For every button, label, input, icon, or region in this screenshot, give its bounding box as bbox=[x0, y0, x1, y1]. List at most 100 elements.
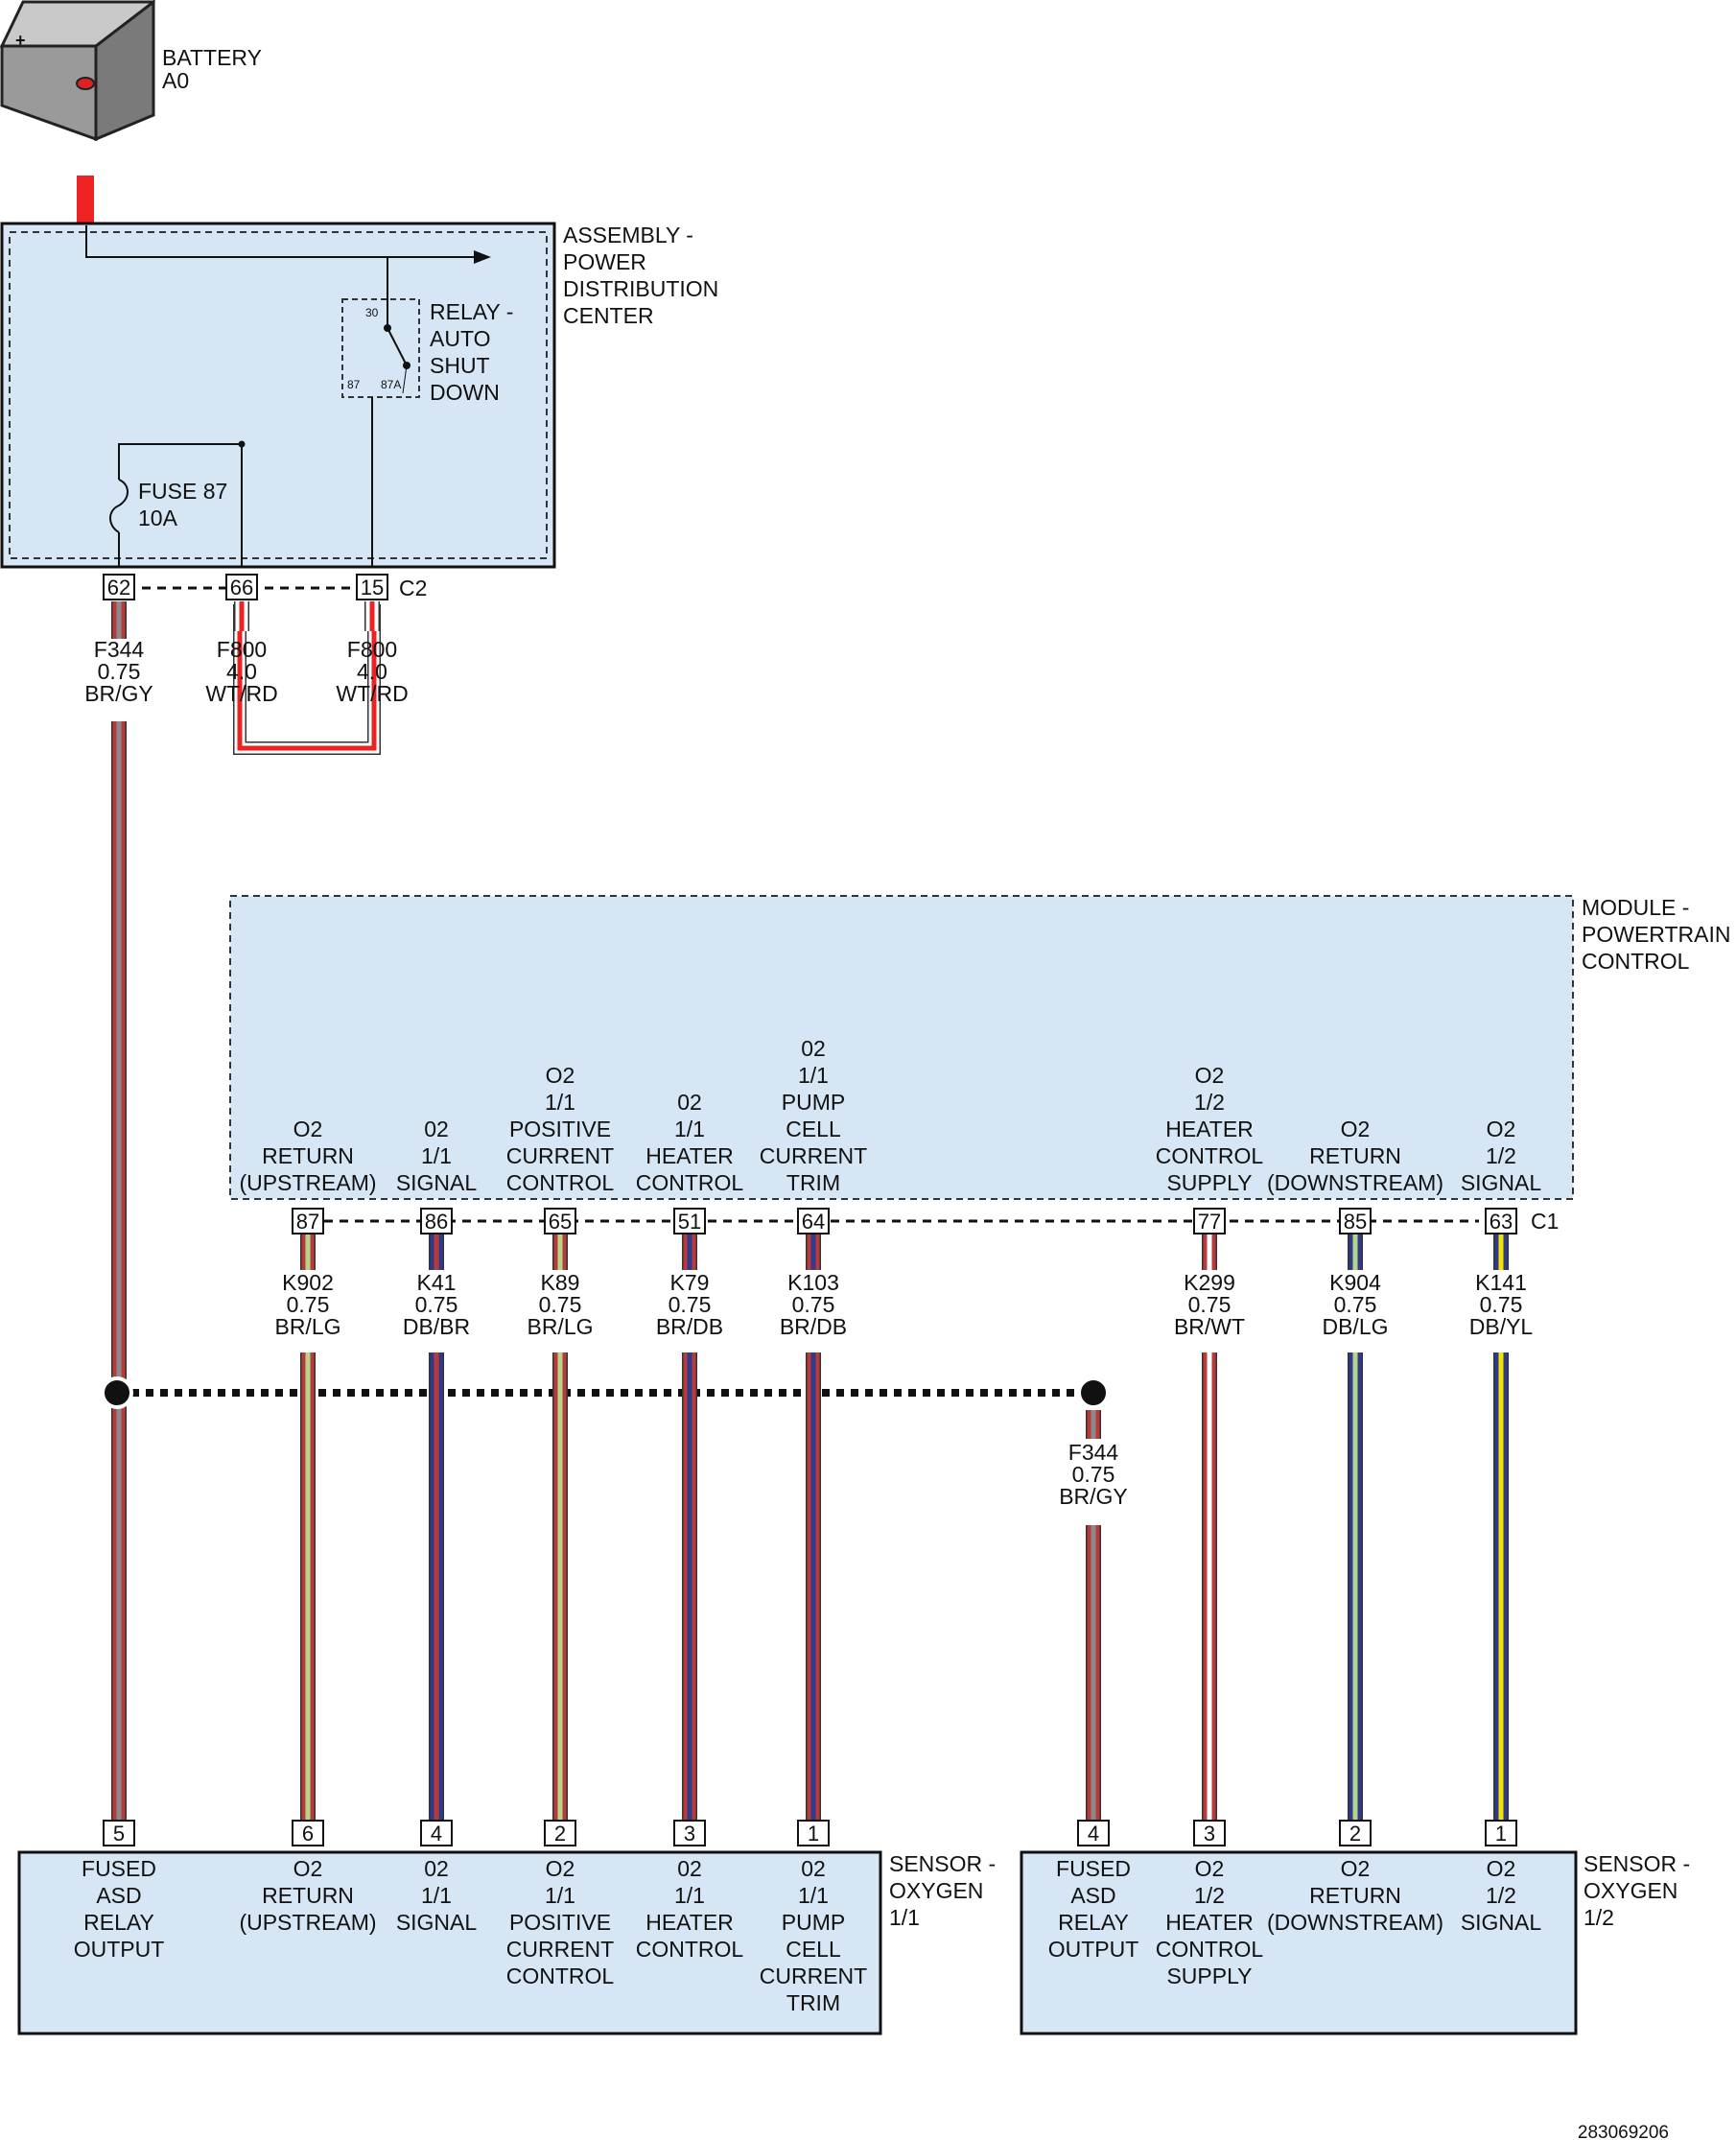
pcm-pin-51-label: 51 bbox=[678, 1210, 701, 1234]
pcm-name-1: MODULE - bbox=[1582, 895, 1689, 920]
pcm-wire-0-circuit: K902 bbox=[282, 1270, 334, 1295]
sensor-1-func-6-1: RETURN bbox=[262, 1883, 354, 1908]
sensor-2-func-4-2: RELAY bbox=[1058, 1910, 1129, 1935]
sensor-1-pin-4 bbox=[420, 1820, 453, 1846]
sensor-1-func-1-2: PUMP bbox=[782, 1910, 845, 1935]
sensor-1-pin-2 bbox=[544, 1820, 576, 1846]
sensor-1-pin-2-label: 2 bbox=[554, 1822, 566, 1846]
sensor-1-pin-6 bbox=[292, 1820, 324, 1846]
pcm-func-86-1: 1/1 bbox=[421, 1143, 452, 1168]
pcm-wire-3-circuit: K79 bbox=[670, 1270, 710, 1295]
pcm-func-63-1: 1/2 bbox=[1486, 1143, 1516, 1168]
pcm-func-65-0: O2 bbox=[546, 1063, 575, 1088]
pdc-pin-15 bbox=[356, 574, 388, 600]
sensor-2-func-3-2: HEATER bbox=[1165, 1910, 1254, 1935]
sensor-1-func-1-5: TRIM bbox=[786, 1990, 840, 2015]
fuse-rating: 10A bbox=[138, 506, 178, 530]
sensor-1-func-4-0: 02 bbox=[424, 1856, 449, 1881]
sensor-1-func-3-3: CONTROL bbox=[636, 1937, 744, 1962]
sensor-2-pin-1 bbox=[1485, 1820, 1517, 1846]
fuse-name: FUSE 87 bbox=[138, 479, 227, 504]
pcm-name-2: POWERTRAIN bbox=[1582, 922, 1730, 947]
pcm-wire-6-color: DB/LG bbox=[1322, 1314, 1388, 1339]
sensor-1-func-5-0: FUSED bbox=[82, 1856, 156, 1881]
pcm-wire-6-gauge: 0.75 bbox=[1334, 1292, 1377, 1317]
sensor-1-pin-3-label: 3 bbox=[684, 1822, 695, 1846]
pdc-wire-2-color: WT/RD bbox=[336, 681, 408, 706]
sensor-2-pin-1-label: 1 bbox=[1495, 1822, 1507, 1846]
splice-wire-circuit: F344 bbox=[1068, 1440, 1119, 1465]
pcm-wire-4-color: BR/DB bbox=[780, 1314, 847, 1339]
pcm-func-64-4: CURRENT bbox=[760, 1143, 867, 1168]
pcm-func-77-0: O2 bbox=[1195, 1063, 1225, 1088]
sensor-2-func-1-1: 1/2 bbox=[1486, 1883, 1516, 1908]
sensor-1-func-6-2: (UPSTREAM) bbox=[239, 1910, 376, 1935]
pcm-func-87-1: RETURN bbox=[262, 1143, 354, 1168]
sensor-2-name-2: OXYGEN bbox=[1584, 1878, 1677, 1903]
relay-term-87: 87 bbox=[347, 378, 361, 391]
sensor-1-box bbox=[17, 1850, 882, 2035]
pdc-box bbox=[0, 222, 556, 569]
pdc-name-1: ASSEMBLY - bbox=[563, 223, 693, 247]
pcm-pin-63 bbox=[1485, 1208, 1517, 1235]
pcm-func-63-2: SIGNAL bbox=[1461, 1170, 1542, 1195]
sensor-2-func-4-0: FUSED bbox=[1056, 1856, 1131, 1881]
pcm-wire-4-circuit: K103 bbox=[787, 1270, 839, 1295]
sensor-1-pin-6-label: 6 bbox=[302, 1822, 314, 1846]
sensor-1-pin-3 bbox=[673, 1820, 706, 1846]
pcm-func-77-3: CONTROL bbox=[1156, 1143, 1264, 1168]
sensor-1-func-3-2: HEATER bbox=[645, 1910, 734, 1935]
pdc-bus-line bbox=[85, 225, 480, 258]
relay-name-3: SHUT bbox=[430, 353, 490, 378]
pcm-box bbox=[229, 895, 1574, 1200]
pcm-func-63-0: O2 bbox=[1487, 1117, 1516, 1141]
pcm-func-85-1: RETURN bbox=[1309, 1143, 1401, 1168]
bus-arrow-icon bbox=[474, 250, 491, 264]
pdc-wire-1-gauge: 4.0 bbox=[226, 659, 257, 684]
pcm-pin-77 bbox=[1193, 1208, 1226, 1235]
sensor-1-func-3-0: 02 bbox=[677, 1856, 702, 1881]
battery-cable bbox=[77, 176, 94, 225]
sensor-2-func-3-1: 1/2 bbox=[1194, 1883, 1225, 1908]
pcm-pin-63-label: 63 bbox=[1490, 1210, 1513, 1234]
relay-term-30: 30 bbox=[365, 306, 379, 319]
pcm-func-65-4: CONTROL bbox=[506, 1170, 615, 1195]
relay-name-4: DOWN bbox=[430, 380, 500, 405]
pdc-pin-62 bbox=[103, 574, 135, 600]
pdc-wire-2-gauge: 4.0 bbox=[357, 659, 387, 684]
sensor-2-func-4-3: OUTPUT bbox=[1048, 1937, 1139, 1962]
sensor-1-func-5-2: RELAY bbox=[83, 1910, 154, 1935]
sensor-1-pin-5-label: 5 bbox=[113, 1822, 125, 1846]
sensor-2-pin-4 bbox=[1077, 1820, 1110, 1846]
sensor-1-func-5-3: OUTPUT bbox=[74, 1937, 165, 1962]
sensor-1-pin-4-label: 4 bbox=[431, 1822, 442, 1846]
pcm-func-86-0: 02 bbox=[424, 1117, 449, 1141]
sensor-1-func-3-1: 1/1 bbox=[674, 1883, 705, 1908]
sensor-2-box bbox=[1020, 1850, 1578, 2035]
c2-connector-label: C2 bbox=[399, 576, 427, 600]
pdc-pin-66 bbox=[225, 574, 258, 600]
pcm-func-85-0: O2 bbox=[1341, 1117, 1371, 1141]
pdc-wire-0-color: BR/GY bbox=[84, 681, 153, 706]
pcm-wire-2-color: BR/LG bbox=[527, 1314, 593, 1339]
pdc-wire-2-circuit: F800 bbox=[347, 637, 397, 662]
pcm-wire-7-color: DB/YL bbox=[1469, 1314, 1534, 1339]
relay-name-2: AUTO bbox=[430, 326, 490, 351]
sensor-1-func-1-0: 02 bbox=[801, 1856, 826, 1881]
fuse-icon bbox=[109, 479, 129, 533]
pcm-pin-85-label: 85 bbox=[1344, 1210, 1367, 1234]
battery-label: BATTERY bbox=[162, 45, 262, 70]
pcm-wire-5-circuit: K299 bbox=[1184, 1270, 1235, 1295]
sensor-2-pin-2 bbox=[1339, 1820, 1372, 1846]
diagram-id: 283069206 bbox=[1578, 2123, 1669, 2140]
pdc-wire-0-gauge: 0.75 bbox=[98, 659, 141, 684]
sensor-1-func-2-0: O2 bbox=[546, 1856, 575, 1881]
sensor-1-name-1: SENSOR - bbox=[889, 1851, 996, 1876]
splice-wire-gauge: 0.75 bbox=[1072, 1462, 1115, 1487]
pdc-name-4: CENTER bbox=[563, 303, 654, 328]
pcm-wire-6-circuit: K904 bbox=[1329, 1270, 1381, 1295]
pcm-func-65-1: 1/1 bbox=[545, 1090, 575, 1115]
sensor-1-func-1-4: CURRENT bbox=[760, 1964, 867, 1988]
pcm-func-51-1: 1/1 bbox=[674, 1117, 705, 1141]
pcm-func-64-0: 02 bbox=[801, 1036, 826, 1061]
